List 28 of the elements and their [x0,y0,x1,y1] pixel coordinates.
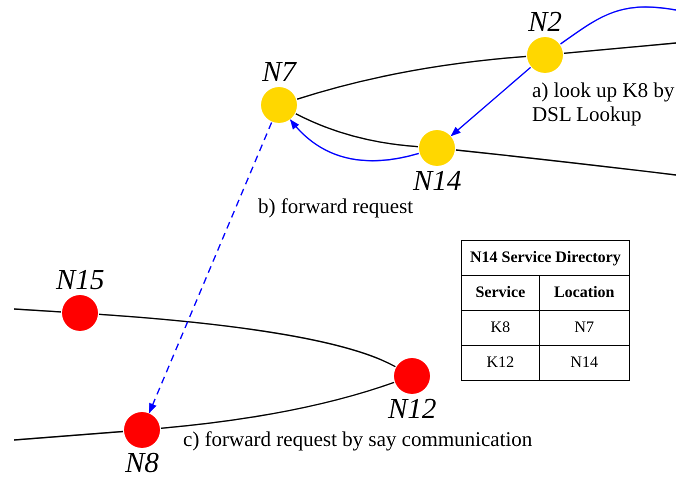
step-label: a) look up K8 by DSL Lookup [532,78,676,126]
ring-arc [296,56,526,100]
step-label: b) forward request [258,194,414,218]
ring-arc [98,314,396,368]
ring-arc [456,149,676,176]
node-label: N14 [413,166,462,196]
table-title: N14 Service Directory [462,240,630,276]
table-cell: K8 [462,310,540,346]
table-cell: K12 [462,346,540,380]
table-cell: N7 [539,310,630,346]
ring-arc [14,308,62,313]
node-label: N8 [125,448,159,478]
node-label: N15 [56,265,104,295]
ring-arc [564,42,676,54]
arrow [290,119,419,162]
column-header: Location [539,276,630,310]
node-label: N2 [528,7,562,37]
node-label: N7 [262,57,296,87]
ring-arc [14,430,124,441]
arrow [148,122,272,414]
table-cell: N14 [539,346,630,380]
ring-arc [295,113,418,148]
path-line [560,6,676,45]
ring-arc [160,382,394,429]
arrow [450,66,532,136]
node-label: N12 [388,394,436,424]
column-header: Service [462,276,540,310]
step-label: c) forward request by say communication [183,427,532,451]
